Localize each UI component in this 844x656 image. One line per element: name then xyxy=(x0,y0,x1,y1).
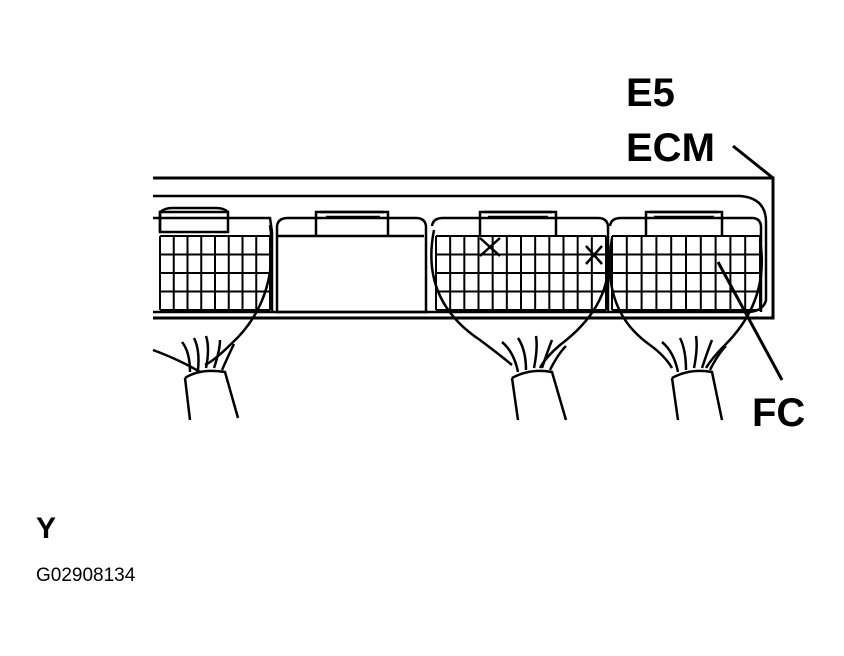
fc-leader-line xyxy=(716,261,784,381)
leader-lines xyxy=(716,144,784,381)
terminal-grid-1 xyxy=(159,235,271,311)
terminal-grid-3 xyxy=(435,235,607,311)
empty-terminal-mark-2 xyxy=(585,245,603,265)
terminal-fc-label: FC xyxy=(752,391,805,435)
connector-block-4 xyxy=(608,210,763,312)
wire-harnesses xyxy=(152,224,764,421)
connector-block-1 xyxy=(153,206,274,312)
ecm-housing xyxy=(153,176,775,320)
connector-id-label: E5 xyxy=(626,71,675,115)
view-marker-label: Y xyxy=(36,512,56,545)
figure-code: G02908134 xyxy=(36,565,136,586)
connector-block-3 xyxy=(430,210,610,312)
empty-terminal-mark-1 xyxy=(479,237,501,257)
ecm-label: ECM xyxy=(626,126,715,170)
connector-block-2 xyxy=(275,210,428,314)
ecm-leader-line xyxy=(732,144,774,180)
terminal-grid-4 xyxy=(611,235,761,311)
